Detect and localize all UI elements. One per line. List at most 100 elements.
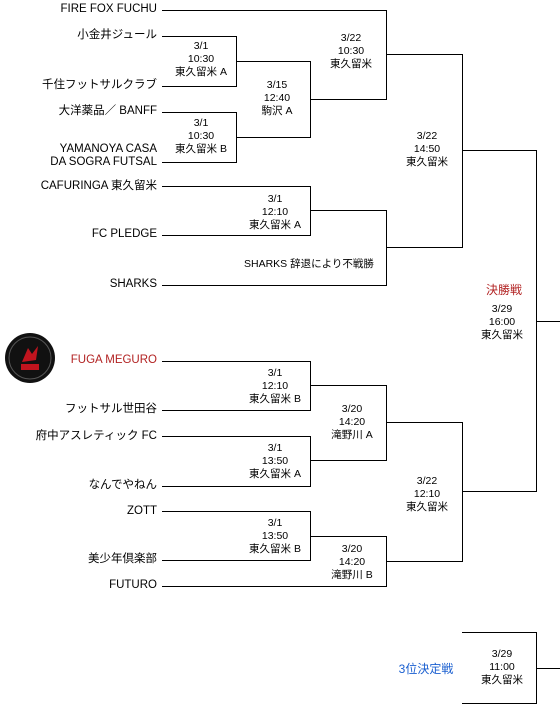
bracket-line [236,61,310,62]
match-r1-3: 3/1 12:10 東久留米 A [240,193,310,232]
match-time: 10:30 [187,53,215,65]
match-r1-6: 3/1 13:50 東久留米 B [240,517,310,556]
match-date: 3/1 [267,367,283,379]
bracket-line [462,632,536,633]
bracket-line [462,491,536,492]
walkover-note: SHARKS 辞退により不戦勝 [244,258,374,270]
bracket-line [386,385,387,461]
match-date: 3/20 [341,403,363,415]
bracket-line [162,186,310,187]
bracket-line [162,86,236,87]
bracket-line [536,321,560,322]
match-time: 14:20 [338,416,366,428]
bracket-line [162,10,386,11]
match-r1-1: 3/1 10:30 東久留米 A [166,40,236,79]
bracket-line [386,247,462,248]
bracket-line [162,112,236,113]
match-date: 3/22 [416,475,438,487]
bracket-line [162,586,386,587]
bracket-line [536,668,560,669]
bracket-line [310,361,311,411]
bracket-line [310,186,311,236]
match-sf-1: 3/22 14:50 東久留米 [392,130,462,169]
match-venue: 東久留米 [330,58,372,70]
team-senju-futsal-club: 千住フットサルクラブ [42,79,157,91]
bracket-line [162,235,310,236]
team-nandeyanen: なんでやねん [88,479,157,491]
team-fc-pledge: FC PLEDGE [91,228,157,240]
bracket-line [162,511,310,512]
match-qf-1: 3/22 10:30 東久留米 [316,32,386,71]
bracket-line [162,486,310,487]
team-zott: ZOTT [126,505,157,517]
bracket-line [310,536,386,537]
match-venue: 東久留米 [406,156,448,168]
match-r1-5: 3/1 13:50 東久留米 A [240,442,310,481]
match-time: 13:50 [261,455,289,467]
match-venue: 東久留米 B [175,143,227,155]
bracket-line [386,210,387,286]
bracket-line [310,210,386,211]
match-venue: 駒沢 A [261,105,293,117]
bracket-line [386,422,462,423]
match-time: 12:10 [261,380,289,392]
bracket-line [386,10,387,100]
match-date: 3/1 [193,40,209,52]
match-time: 13:50 [261,530,289,542]
match-venue: 滝野川 B [331,569,373,581]
team-yamanoya-casa-line2: DA SOGRA FUTSAL [50,156,157,168]
bracket-line [462,150,536,151]
match-date: 3/1 [267,442,283,454]
bracket-line [236,137,310,138]
match-date: 3/1 [267,517,283,529]
bracket-line [310,460,386,461]
match-venue: 東久留米 [481,329,523,341]
match-qf-3: 3/20 14:20 滝野川 B [318,543,386,582]
match-time: 16:00 [488,316,516,328]
match-r2-komazawa: 3/15 12:40 駒沢 A [244,79,310,118]
third-place-label: 3位決定戦 [398,662,454,676]
match-qf-2: 3/20 14:20 滝野川 A [318,403,386,442]
team-bishonen-club: 美少年倶楽部 [88,553,157,565]
team-cafuringa: CAFURINGA 東久留米 [40,180,157,192]
match-date: 3/22 [340,32,362,44]
match-date: 3/1 [193,117,209,129]
team-yamanoya-casa-line1: YAMANOYA CASA [59,143,157,155]
match-venue: 東久留米 A [175,66,227,78]
team-taiyo-banff: 大洋薬品／ BANFF [58,105,157,117]
match-venue: 東久留米 [406,501,448,513]
bracket-line [162,36,236,37]
match-time: 11:00 [489,661,515,673]
match-time: 14:50 [413,143,441,155]
match-date: 3/22 [416,130,438,142]
match-time: 10:30 [187,130,215,142]
match-date: 3/29 [491,303,513,315]
match-venue: 東久留米 A [249,219,301,231]
team-fuchu-athletic: 府中アスレティック FC [35,430,157,442]
bracket-line [162,436,310,437]
match-time: 12:10 [261,206,289,218]
bracket-line [310,99,386,100]
match-venue: 滝野川 A [331,429,373,441]
bracket-line [162,162,236,163]
match-time: 14:20 [338,556,366,568]
bracket-line [310,385,386,386]
bracket-line [386,54,462,55]
fuga-meguro-logo [4,332,56,384]
match-date: 3/15 [266,79,288,91]
match-r1-2: 3/1 10:30 東久留米 B [166,117,236,156]
match-time: 12:10 [413,488,441,500]
match-date: 3/20 [341,543,363,555]
match-date: 3/29 [491,648,513,660]
team-koganei-jule: 小金井ジュール [77,29,157,41]
team-futuro: FUTURO [109,579,157,591]
bracket-line [162,560,310,561]
match-time: 10:30 [337,45,365,57]
bracket-line [162,361,310,362]
final-label: 決勝戦 [485,283,522,297]
bracket-line [310,436,311,487]
bracket-line [386,561,462,562]
match-third-place: 3/29 11:00 東久留米 [468,648,536,687]
bracket-line [462,422,463,562]
team-fire-fox-fuchu: FIRE FOX FUCHU [60,3,157,15]
